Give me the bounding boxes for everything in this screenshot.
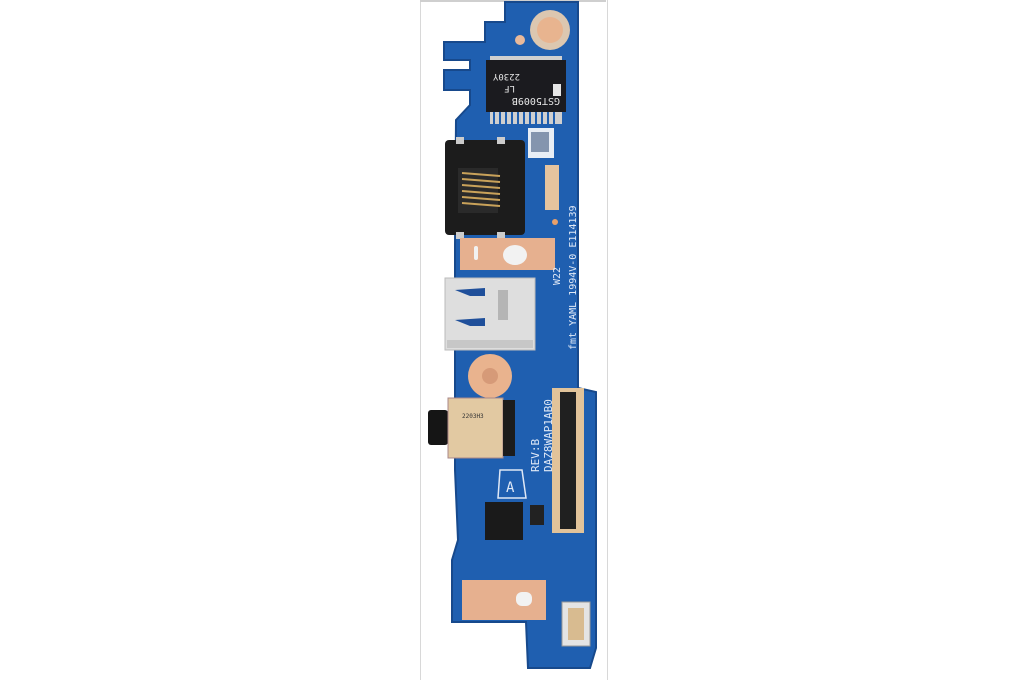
image-frame [420, 0, 608, 680]
ic-marking-line-3: 2230Y [492, 71, 520, 81]
audio-jack: 2203H3 [428, 397, 515, 459]
small-hole [515, 35, 525, 45]
ethernet-port [445, 137, 525, 239]
jack-label: 2203H3 [462, 413, 484, 420]
fpc-connector [552, 388, 584, 533]
small-connector [545, 165, 559, 210]
revision: REV:B [529, 439, 542, 472]
copper-pad-bottom [462, 580, 546, 620]
ic-marking-line-2: LF [504, 83, 515, 93]
small-chip [530, 505, 544, 525]
ul-marking: fmt YAML 1994V-0 E114139 [568, 206, 579, 351]
controller-chip [485, 502, 523, 540]
usb-port [444, 277, 536, 351]
mounting-hole [537, 17, 563, 43]
logo-letter: A [506, 480, 515, 496]
logo-outline [497, 469, 527, 499]
ic-marking-line-1: GST5009B [512, 95, 560, 106]
date-code: W22 [552, 267, 563, 285]
ic-chip: GST5009B LF 2230Y [486, 56, 566, 124]
model-code: DAZ8WAP1AB0 [542, 399, 555, 472]
